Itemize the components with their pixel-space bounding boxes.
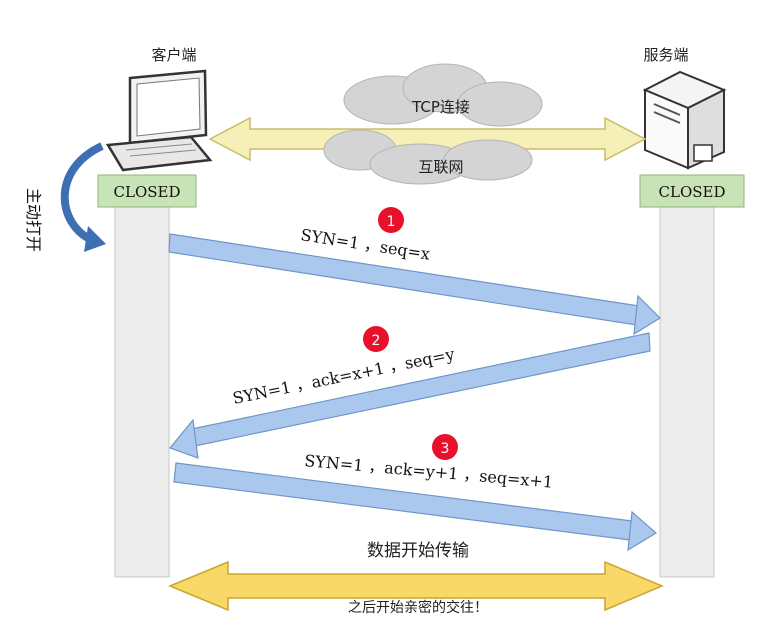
step3-badge bbox=[432, 434, 458, 460]
step2-badge-label: 2 bbox=[372, 333, 381, 349]
step1-badge-label: 1 bbox=[387, 214, 396, 230]
transfer-arrow bbox=[168, 560, 664, 612]
server-label: 服务端 bbox=[643, 46, 688, 64]
server-state-box bbox=[639, 174, 745, 208]
server-icon bbox=[642, 70, 727, 170]
connection-top-label: TCP连接 bbox=[411, 98, 470, 116]
step2-arrow-head bbox=[168, 418, 199, 459]
curve-arrow-head bbox=[84, 226, 106, 252]
step1-badge bbox=[378, 207, 404, 233]
client-label: 客户端 bbox=[151, 46, 196, 64]
laptop-icon bbox=[105, 69, 213, 172]
active-open-label: 主动打开 bbox=[24, 188, 43, 252]
connection-bottom-label: 互联网 bbox=[418, 158, 463, 176]
server-state-label: CLOSED bbox=[659, 183, 726, 201]
step1-arrow-head bbox=[633, 294, 661, 336]
transfer-top-label: 数据开始传输 bbox=[367, 541, 469, 561]
step3-arrow-head bbox=[627, 510, 658, 552]
client-state-label: CLOSED bbox=[114, 183, 181, 201]
step2-badge bbox=[363, 326, 389, 352]
server-lifeline bbox=[659, 204, 715, 578]
cloud-icon bbox=[323, 63, 543, 185]
step3-badge-label: 3 bbox=[441, 441, 450, 457]
curve-arrow bbox=[60, 142, 104, 244]
connection-arrow bbox=[208, 116, 647, 162]
client-lifeline bbox=[114, 204, 170, 578]
transfer-bottom-label: 之后开始亲密的交往！ bbox=[348, 599, 488, 616]
client-state-box bbox=[97, 174, 197, 208]
